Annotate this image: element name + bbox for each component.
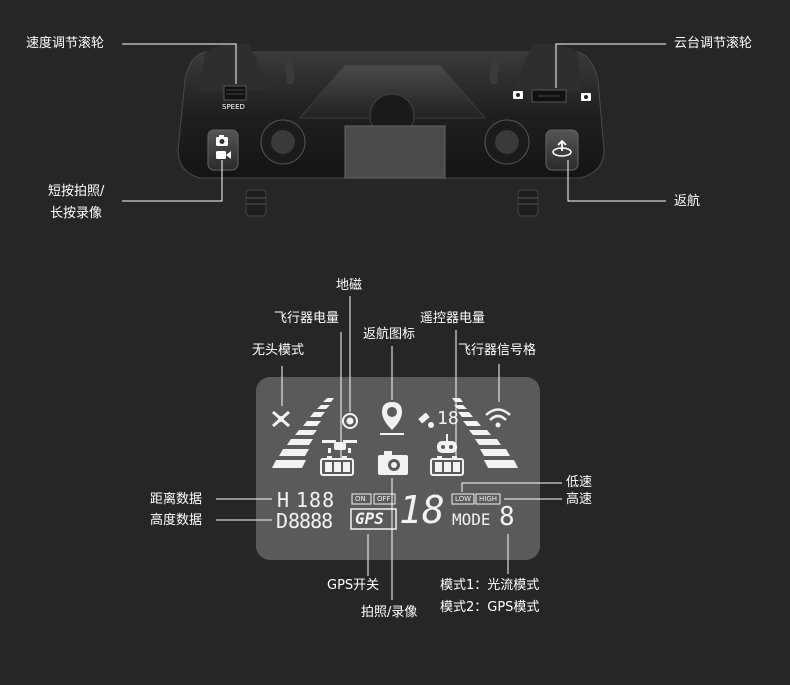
mode-text: MODE: [452, 510, 491, 529]
satellite-icon: [418, 412, 434, 428]
controller-illustration: [177, 43, 605, 217]
gps-off-box: [373, 493, 396, 505]
gps-on-text: ON: [355, 495, 366, 503]
label-altitude-data: 高度数据: [150, 513, 203, 528]
label-photo-video: 拍照/录像: [361, 605, 418, 620]
return-pin-icon: [380, 402, 404, 435]
left-level-bars: [272, 398, 334, 468]
controller-leader-lines: [122, 43, 666, 202]
speed-low-text: LOW: [455, 495, 472, 503]
gps-text: GPS: [355, 509, 384, 528]
distance-value: 188: [296, 488, 336, 512]
label-gps-switch: GPS开关: [327, 578, 380, 593]
return-home-icon: [552, 139, 572, 157]
mode-digit: 8: [499, 502, 515, 532]
altitude-value: 8888: [288, 509, 333, 533]
label-distance-data: 距离数据: [150, 492, 203, 507]
wifi-icon: [485, 408, 511, 428]
label-high-speed: 高速: [566, 492, 593, 507]
speed-low-box: [451, 493, 475, 505]
speed-marking: SPEED: [222, 103, 245, 111]
remote-icon: [437, 434, 457, 453]
speed-high-box: [475, 493, 501, 505]
distance-prefix: H: [277, 488, 290, 512]
label-aircraft-signal: 飞行器信号格: [458, 343, 537, 358]
gimbal-wheel-label: 云台调节滚轮: [674, 36, 753, 51]
label-mode2: 模式2：GPS模式: [440, 600, 540, 615]
photo-video-label-2: 长按录像: [50, 206, 103, 221]
gps-box: [350, 508, 397, 530]
gimbal-down-icon: [581, 93, 591, 101]
label-low-speed: 低速: [566, 475, 593, 490]
gimbal-up-icon: [513, 91, 523, 99]
aircraft-battery-icon: [320, 456, 354, 476]
compass-icon: [342, 413, 358, 429]
label-compass: 地磁: [336, 278, 363, 293]
label-aircraft-battery: 飞行器电量: [274, 311, 340, 326]
camera-icon: [216, 135, 228, 146]
right-level-bars: [452, 398, 518, 468]
video-icon: [216, 151, 231, 159]
satellite-count: 18: [399, 488, 445, 532]
return-label: 返航: [674, 194, 701, 209]
label-remote-battery: 遥控器电量: [420, 311, 486, 326]
label-mode1: 模式1：光流模式: [440, 578, 540, 593]
drone-icon: [322, 440, 357, 453]
altitude-prefix: D: [276, 509, 289, 533]
label-return-icon: 返航图标: [363, 327, 416, 342]
label-headless-mode: 无头模式: [252, 343, 305, 358]
photo-video-label-1: 短按拍照/: [48, 184, 105, 199]
remote-signal-digits: 18: [437, 408, 459, 429]
gps-off-text: OFF: [377, 495, 391, 503]
remote-battery-icon: [430, 456, 464, 476]
lcd-camera-icon: [378, 451, 408, 475]
gps-on-box: [351, 493, 372, 505]
headless-mode-icon: [272, 410, 290, 428]
speed-high-text: HIGH: [479, 495, 498, 503]
speed-wheel-label: 速度调节滚轮: [26, 36, 105, 51]
